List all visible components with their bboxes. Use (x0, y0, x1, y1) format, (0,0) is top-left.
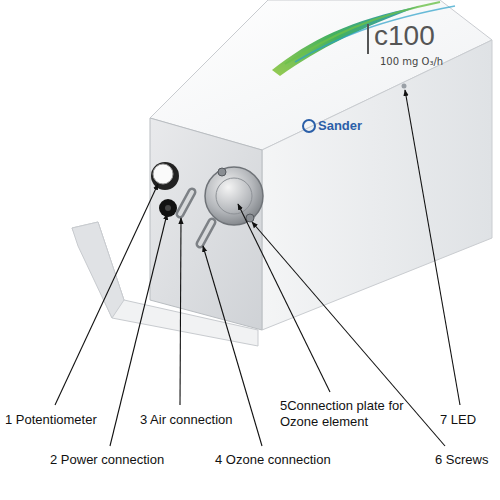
leader-line (110, 214, 167, 446)
callout-label: 7 LED (440, 412, 476, 428)
leader-lines (55, 90, 460, 446)
leader-line (405, 90, 460, 405)
callout-label: 1 Potentiometer (5, 412, 97, 428)
label-swoosh (272, 2, 455, 132)
callout-label: 5Connection plate for Ozone element (280, 398, 405, 430)
callout-label: 6 Screws (435, 452, 488, 468)
leader-line (252, 222, 445, 446)
leader-line (180, 218, 181, 405)
connector-panel (151, 162, 263, 244)
leader-line (55, 184, 158, 405)
callout-label: 2 Power connection (50, 452, 164, 468)
model-name: c100 (374, 20, 435, 52)
housing (150, 0, 492, 330)
brand-name: Sander (318, 118, 362, 133)
callout-label: 4 Ozone connection (215, 452, 331, 468)
leader-line (238, 204, 330, 392)
capacity-text: 100 mg O₃/h (380, 56, 443, 68)
callout-label: 3 Air connection (140, 412, 233, 428)
